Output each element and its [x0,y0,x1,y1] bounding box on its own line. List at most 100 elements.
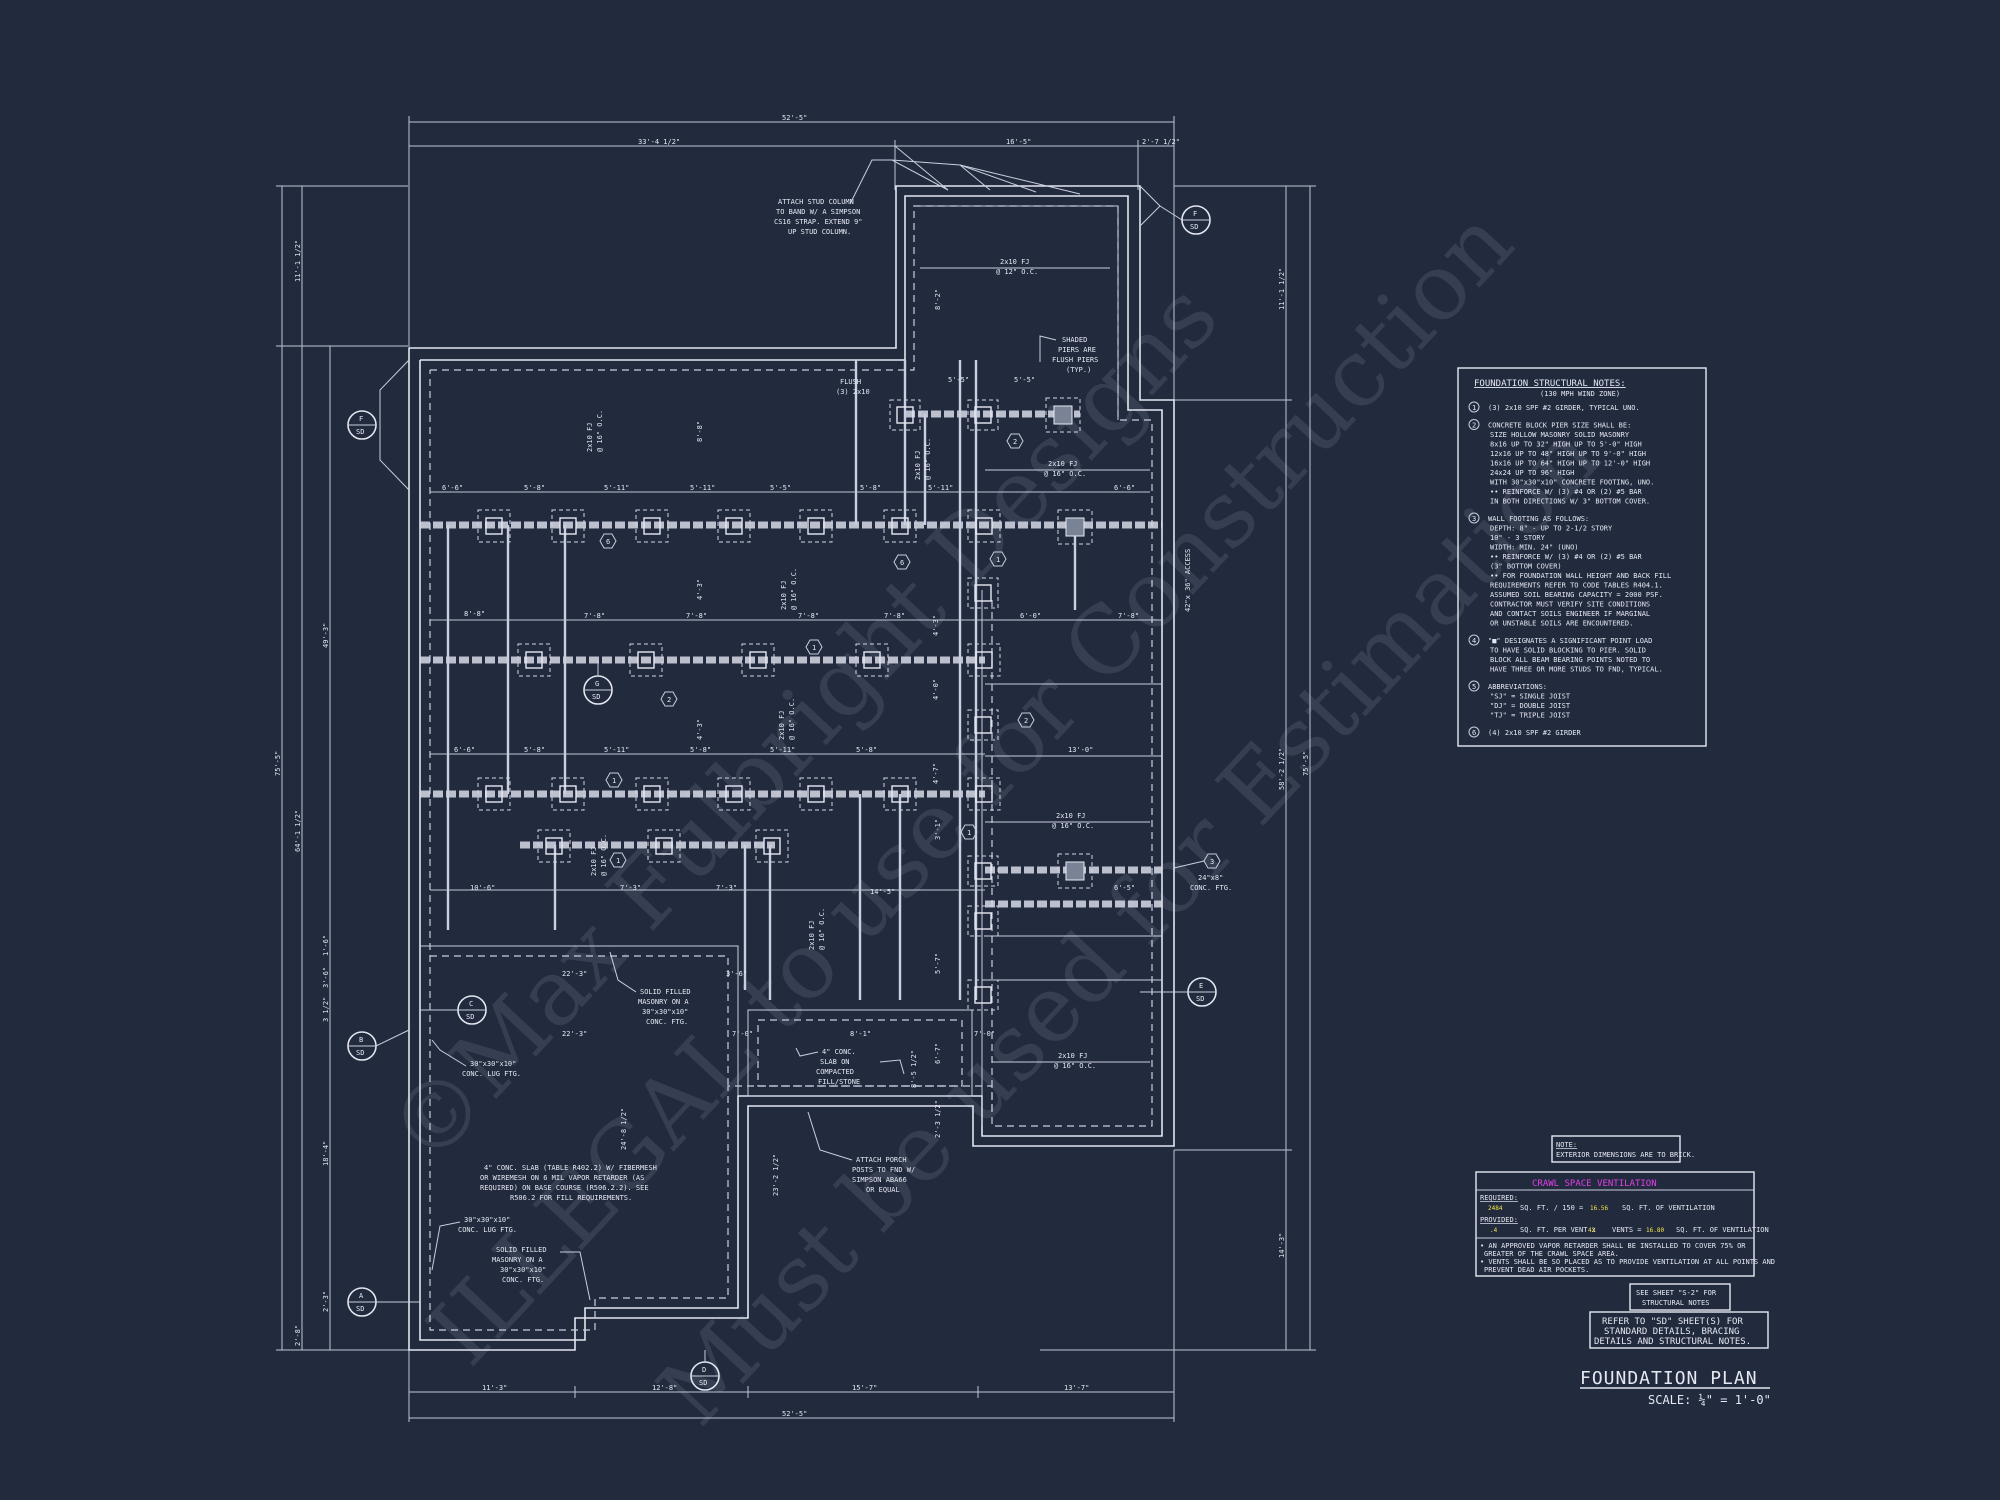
pier [741,643,775,677]
svg-text:2x10 FJ: 2x10 FJ [778,710,786,740]
svg-text:CONC. LUG FTG.: CONC. LUG FTG. [462,1070,521,1078]
pier [855,643,889,677]
notes-item-text: BLOCK ALL BEAM BEARING POINTS NOTED TO [1490,656,1650,664]
dim-bottom-seg-2: 12'-8" [652,1384,677,1392]
svg-text:5'-11": 5'-11" [690,484,715,492]
svg-text:7'-8": 7'-8" [686,612,707,620]
svg-text:7'-3": 7'-3" [620,884,641,892]
notes-item-number: 2 [1472,422,1476,430]
svg-text:1: 1 [967,829,971,837]
note-attach-stud: ATTACH STUD COLUMN TO BAND W/ A SIMPSON … [774,145,1081,236]
pier [967,643,1001,677]
svg-text:4'-3": 4'-3" [932,615,940,636]
svg-text:30"x30"x10": 30"x30"x10" [464,1216,510,1224]
crawl-provided-label: PROVIDED: [1480,1216,1518,1224]
svg-text:6'-6": 6'-6" [442,484,463,492]
svg-text:5'-11": 5'-11" [928,484,953,492]
pier [799,777,833,811]
svg-text:5'-11": 5'-11" [604,746,629,754]
pier [967,777,1001,811]
notes-item-text: "DJ" = DOUBLE JOIST [1490,702,1571,710]
notes-item: 8x16 UP TO 32" HIGH UP TO 5'-0" HIGH [1490,441,1642,449]
note-flush: FLUSH (3) 2x10 [836,378,870,396]
svg-text:FLUSH: FLUSH [840,378,861,386]
notes-item: DEPTH: 8" - UP TO 2-1/2 STORY [1490,525,1613,533]
notes-item-text: (3) 2x10 SPF #2 GIRDER, TYPICAL UNO. [1488,404,1640,412]
notes-item-text: 16x16 UP TO 64" HIGH UP TO 12'-0" HIGH [1490,460,1650,468]
svg-text:TO BAND W/ A SIMPSON: TO BAND W/ A SIMPSON [776,208,860,216]
svg-text:6'-0": 6'-0" [1020,612,1041,620]
notes-item: "SJ" = SINGLE JOIST [1490,693,1571,701]
notes-item: CONTRACTOR MUST VERIFY SITE CONDITIONS [1490,601,1650,609]
section-marker-letter: D [702,1366,706,1374]
section-marker-sheet: SD [1190,223,1198,231]
crawl-required-mid: SQ. FT. / 150 = [1520,1204,1583,1212]
notes-item-number: 1 [1472,404,1476,412]
crawl-note1: • AN APPROVED VAPOR RETARDER SHALL BE IN… [1480,1242,1746,1250]
svg-text:3: 3 [1210,858,1214,866]
dim-left-small-1: 1'-6" [322,935,330,956]
svg-text:REQUIRED) ON BASE COURSE (R506: REQUIRED) ON BASE COURSE (R506.2.2). SEE [480,1184,649,1192]
hex-callout: 2 [660,691,678,707]
svg-text:SHADED: SHADED [1062,336,1087,344]
svg-text:PIERS ARE: PIERS ARE [1058,346,1096,354]
notes-item-text: (3" BOTTOM COVER) [1490,563,1562,571]
svg-text:2x10 FJ: 2x10 FJ [780,580,788,610]
pier [551,777,585,811]
svg-text:5'-11": 5'-11" [770,746,795,754]
dim-left-lower: 64'-1 1/2" [294,810,302,852]
notes-item-text: 24x24 UP TO 96" HIGH [1490,469,1574,477]
svg-text:CS16 STRAP. EXTEND 9": CS16 STRAP. EXTEND 9" [774,218,863,226]
notes-item: OR UNSTABLE SOILS ARE ENCOUNTERED. [1490,620,1633,628]
svg-text:2'-3 1/2": 2'-3 1/2" [934,1100,942,1138]
dim-left-small-5: 2'-3" [322,1291,330,1312]
svg-text:2x10 FJ: 2x10 FJ [586,422,594,452]
svg-text:7'-8": 7'-8" [1118,612,1139,620]
joists [446,360,1162,1000]
svg-text:7'-0": 7'-0" [974,1030,995,1038]
notes-item-number-circle [1468,726,1480,738]
svg-text:6: 6 [900,559,904,567]
notes-item-text: TO HAVE SOLID BLOCKING TO PIER. SOLID [1490,647,1646,655]
svg-text:@ 16" O.C.: @ 16" O.C. [788,698,796,740]
pier [717,509,751,543]
section-marker-letter: F [359,415,363,423]
svg-text:OR EQUAL: OR EQUAL [866,1186,900,1194]
svg-text:8'-1": 8'-1" [850,1030,871,1038]
dim-left-small-4: 18'-4" [322,1141,330,1166]
notes-item-text: AND CONTACT SOILS ENGINEER IF MARGINAL [1490,610,1650,618]
notes-item-text: IN BOTH DIRECTIONS W/ 3" BOTTOM COVER. [1490,498,1650,506]
joist-span-labels: 2x10 FJ @ 12" O.C. 2x10 FJ @ 16" O.C. 2x… [586,258,1150,1070]
section-marker-d: D SD [690,1350,720,1391]
svg-text:@ 16" O.C.: @ 16" O.C. [790,568,798,610]
svg-text:5'-8": 5'-8" [524,746,545,754]
crawl-note1b: GREATER OF THE CRAWL SPACE AREA. [1484,1250,1619,1258]
crawl-provided-vents: 42 [1588,1227,1596,1234]
svg-text:5'-7": 5'-7" [934,953,942,974]
notes-item-text: WALL FOOTING AS FOLLOWS: [1488,515,1589,523]
svg-text:7'-8": 7'-8" [584,612,605,620]
notes-item: "TJ" = TRIPLE JOIST [1490,712,1571,720]
svg-text:13'-0": 13'-0" [1068,746,1093,754]
hex-callout: 1 [605,772,623,788]
svg-text:4'-3": 4'-3" [696,719,704,740]
dim-left-small-3: 3 1/2" [322,997,330,1022]
pier [967,577,999,609]
overall-dimensions: 52'-5" 33'-4 1/2" 16'-5" 2'-7 1/2" 11'-3… [274,114,1316,1422]
notes-item-text: REQUIREMENTS REFER TO CODE TABLES R404.1… [1490,582,1663,590]
svg-text:5'-5": 5'-5" [1014,376,1035,384]
section-marker-letter: E [1199,982,1203,990]
svg-text:2: 2 [667,696,671,704]
svg-text:5'-8": 5'-8" [524,484,545,492]
notes-item: BLOCK ALL BEAM BEARING POINTS NOTED TO [1490,656,1650,664]
svg-text:6'-7": 6'-7" [934,1043,942,1064]
pier [537,829,571,863]
notes-item: 4"■" DESIGNATES A SIGNIFICANT POINT LOAD [1468,634,1652,646]
girders [420,410,1162,908]
section-marker-sheet: SD [356,428,364,436]
dim-top-right: 2'-7 1/2" [1142,138,1180,146]
svg-text:30"x30"x10": 30"x30"x10" [642,1008,688,1016]
section-marker-b: B SD [347,1029,410,1061]
refer-sd-box: REFER TO "SD" SHEET(S) FOR STANDARD DETA… [1589,1311,1769,1349]
